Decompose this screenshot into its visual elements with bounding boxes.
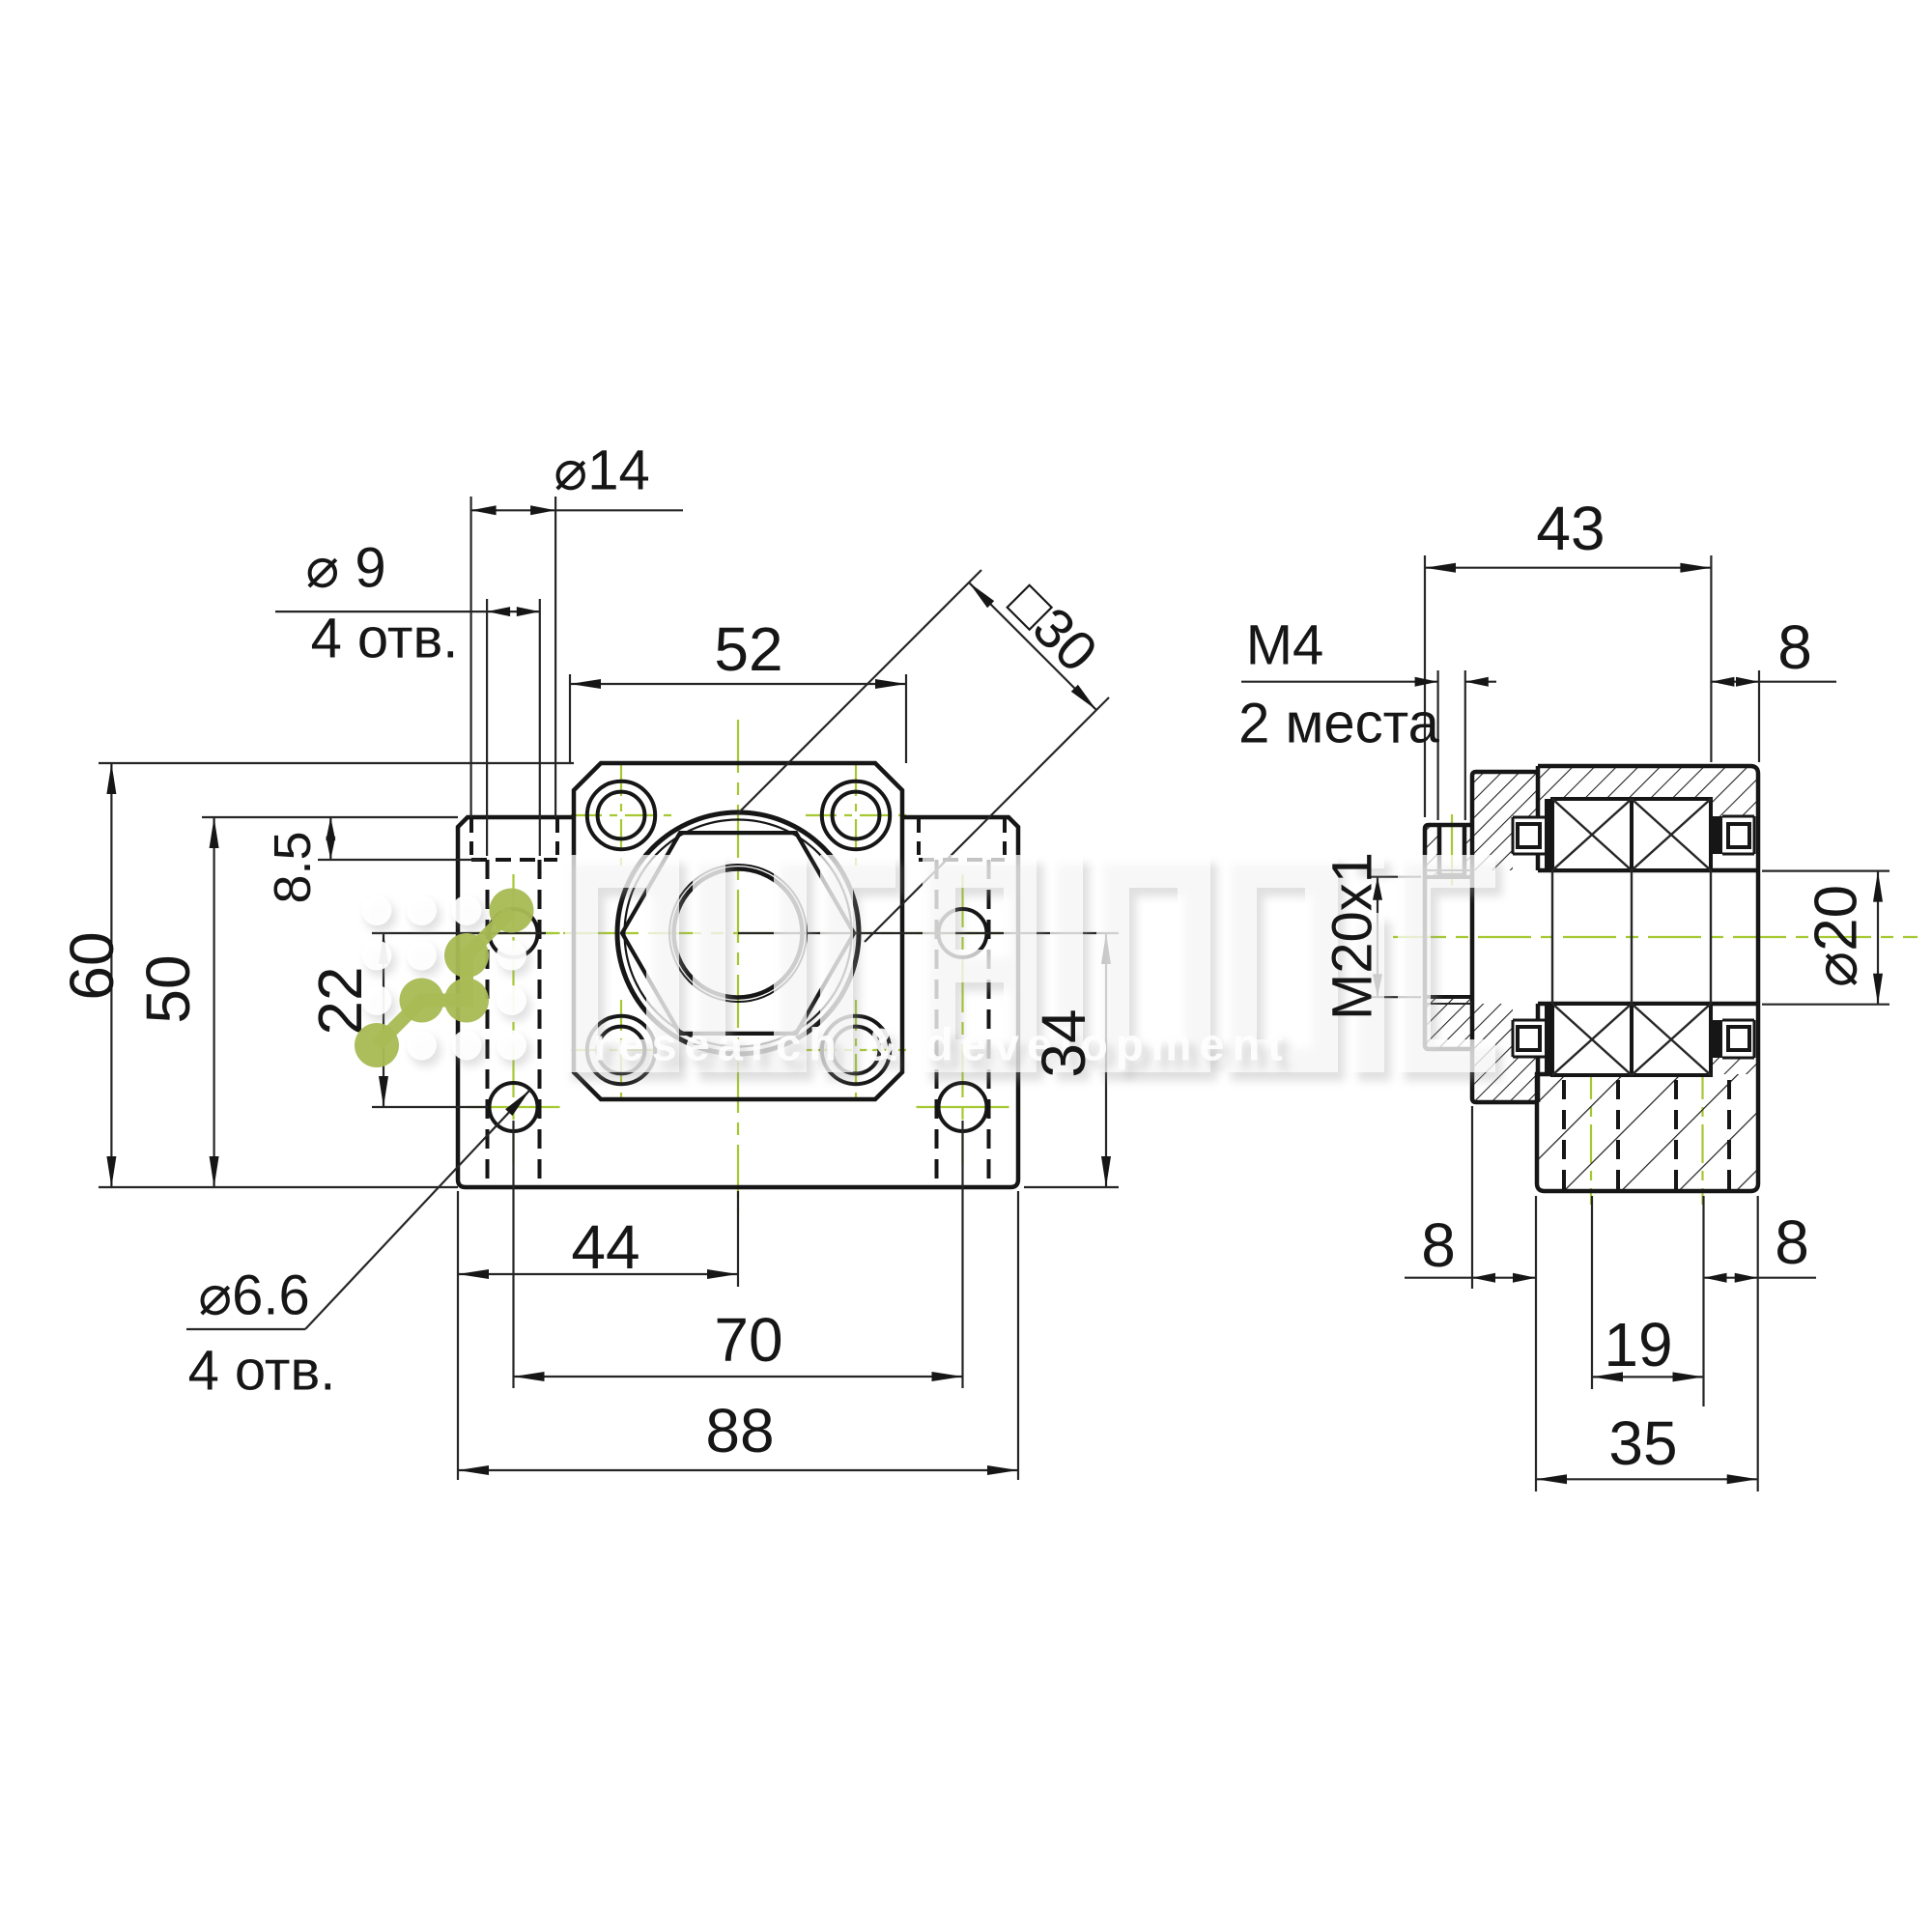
svg-text:70: 70	[714, 1305, 782, 1375]
svg-text:88: 88	[705, 1396, 774, 1465]
svg-text:8: 8	[1775, 1208, 1809, 1277]
svg-text:8: 8	[1421, 1210, 1456, 1280]
svg-text:⌀20: ⌀20	[1804, 885, 1870, 987]
svg-text:8.5: 8.5	[264, 831, 322, 903]
svg-text:research & development: research & development	[601, 1028, 1298, 1079]
svg-text:8: 8	[1777, 612, 1812, 682]
svg-text:60: 60	[57, 931, 127, 1000]
svg-text:M20x1: M20x1	[1321, 852, 1384, 1020]
svg-text:4 отв.: 4 отв.	[188, 1340, 336, 1403]
svg-text:19: 19	[1604, 1310, 1672, 1379]
svg-text:М4: М4	[1246, 614, 1324, 677]
svg-text:2 места: 2 места	[1238, 693, 1439, 755]
svg-text:research & development: research & development	[593, 1019, 1291, 1070]
svg-text:44: 44	[571, 1212, 639, 1282]
svg-text:⌀14: ⌀14	[554, 440, 649, 502]
svg-text:52: 52	[714, 614, 782, 684]
svg-text:⌀6.6: ⌀6.6	[198, 1264, 310, 1327]
svg-text:4 отв.: 4 отв.	[311, 608, 459, 670]
svg-text:35: 35	[1608, 1408, 1677, 1478]
svg-text:⌀ 9: ⌀ 9	[305, 537, 385, 600]
svg-text:50: 50	[133, 954, 203, 1023]
svg-text:34: 34	[1029, 1009, 1098, 1077]
svg-text:43: 43	[1536, 494, 1605, 563]
